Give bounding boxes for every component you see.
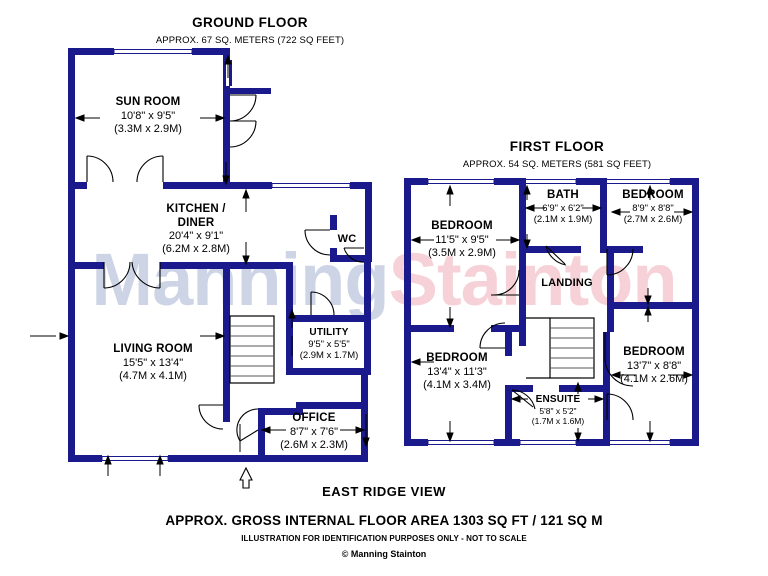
room-dim-metric: (4.7M x 4.1M) [119,369,187,382]
room-name: LIVING ROOM [113,343,193,355]
room-dim-imperial: 10'8" x 9'5" [120,109,176,122]
room-name: LANDING [541,277,593,289]
room-name: UTILITY [309,327,349,338]
disclaimer-text: ILLUSTRATION FOR IDENTIFICATION PURPOSES… [241,534,527,543]
room-name: WC [337,233,357,245]
ground-floor-subtitle: APPROX. 67 SQ. METERS (722 SQ FEET) [155,35,345,46]
room-label-kitchen-diner: KITCHEN / DINER 20'4" x 9'1" (6.2M x 2.8… [110,203,282,256]
property-address: EAST RIDGE VIEW [322,484,446,499]
room-label-wc: WC [325,233,369,246]
room-name: OFFICE [292,412,336,424]
room-label-landing: LANDING [527,277,607,290]
room-label-utility: UTILITY 9'5" x 5'5" (2.9M x 1.7M) [290,327,368,361]
room-dim-imperial: 15'5" x 13'4" [122,356,184,369]
room-dim-metric: (4.1M x 2.6M) [620,372,688,385]
room-label-living-room: LIVING ROOM 15'5" x 13'4" (4.7M x 4.1M) [68,343,238,383]
room-dim-metric: (3.5M x 2.9M) [428,246,496,259]
room-dim-metric: (2.6M x 2.3M) [280,438,348,451]
room-dim-imperial: 5'8" x 5'2" [539,405,577,416]
ground-floor-door-swings [86,94,365,442]
room-dim-metric: (1.7M x 1.6M) [531,415,585,426]
room-name-line2: DINER [177,216,215,229]
room-name: BEDROOM [426,352,488,364]
room-dim-imperial: 9'5" x 5'5" [308,338,350,350]
room-dim-imperial: 8'9" x 8'8" [632,202,674,214]
room-name: BEDROOM [431,220,493,232]
room-dim-imperial: 13'4" x 11'3" [427,365,487,378]
room-name: SUN ROOM [115,96,181,108]
room-label-office: OFFICE 8'7" x 7'6" (2.6M x 2.3M) [262,412,366,452]
room-dim-imperial: 11'5" x 9'5" [435,233,489,246]
room-dim-metric: (2.7M x 2.6M) [623,213,683,225]
room-name: ENSUITE [535,394,581,405]
room-label-bedroom-4: BEDROOM 13'7" x 8'8" (4.1M x 2.6M) [606,346,702,386]
room-dim-metric: (6.2M x 2.8M) [162,243,230,256]
room-dim-imperial: 13'7" x 8'8" [626,359,682,372]
room-label-ensuite: ENSUITE 5'8" x 5'2" (1.7M x 1.6M) [514,394,602,426]
room-dim-metric: (2.1M x 1.9M) [533,213,593,225]
room-dim-metric: (2.9M x 1.7M) [299,350,359,361]
room-name: BEDROOM [622,189,684,201]
room-name: KITCHEN / [166,203,226,215]
room-label-bedroom-1: BEDROOM 11'5" x 9'5" (3.5M x 2.9M) [405,220,519,260]
room-label-sun-room: SUN ROOM 10'8" x 9'5" (3.3M x 2.9M) [68,96,228,136]
room-dim-imperial: 8'7" x 7'6" [289,425,339,438]
room-dim-metric: (4.1M x 3.4M) [423,378,491,391]
copyright-text: © Manning Stainton [341,549,427,559]
room-name: BEDROOM [623,346,685,358]
room-label-bedroom-3: BEDROOM 13'4" x 11'3" (4.1M x 3.4M) [405,352,509,392]
first-floor-subtitle: APPROX. 54 SQ. METERS (581 SQ FEET) [462,159,652,170]
room-dim-imperial: 6'9" x 6'2" [542,202,584,214]
first-floor-title: FIRST FLOOR [509,139,605,154]
room-label-bath: BATH 6'9" x 6'2" (2.1M x 1.9M) [521,189,605,225]
total-floor-area: APPROX. GROSS INTERNAL FLOOR AREA 1303 S… [165,513,603,528]
room-dim-metric: (3.3M x 2.9M) [114,122,182,135]
first-floor-staircase [526,317,595,379]
room-label-bedroom-2: BEDROOM 8'9" x 8'8" (2.7M x 2.6M) [608,189,698,225]
room-name: BATH [547,189,579,201]
room-dim-imperial: 20'4" x 9'1" [168,230,224,243]
ground-floor-title: GROUND FLOOR [192,15,308,30]
